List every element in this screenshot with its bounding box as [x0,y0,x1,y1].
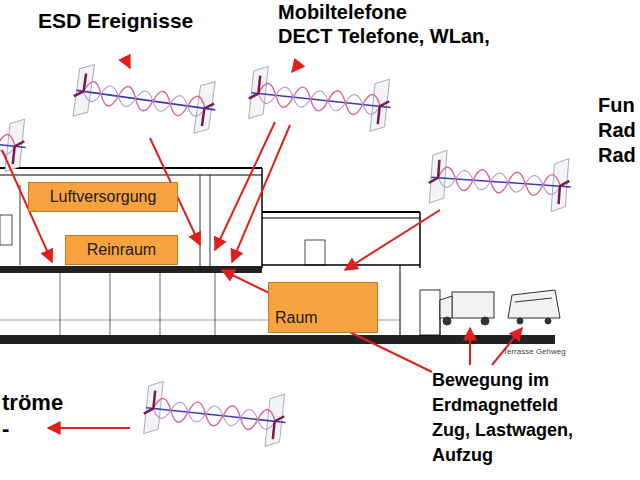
annotation-label: Mobiltelefone [278,0,407,24]
annotation-label: - [2,416,9,442]
room-box: Reinraum [65,235,178,265]
annotation-label: Bewegung im Erdmagnetfeld Zug, Lastwagen… [432,368,590,468]
annotation-label: ESD Ereignisse [38,8,193,33]
annotation-label: Rad [598,118,636,142]
truck-figure [440,292,494,325]
room-name: Raum [269,304,377,332]
room-name: Luftversorgung [29,183,177,211]
building-section [0,168,555,344]
train-figure [508,290,560,324]
annotation-label: Terrasse Gehweg [503,347,566,357]
room-box: Luftversorgung [28,182,178,212]
annotation-label: tröme [2,390,63,416]
annotation-label: Rad [598,143,636,167]
room-box: Raum [268,282,378,333]
annotation-label: Fun [598,93,635,117]
annotation-label: DECT Telefone, WLan, [278,24,490,48]
room-name: Reinraum [66,236,177,264]
em-wave [0,62,573,448]
